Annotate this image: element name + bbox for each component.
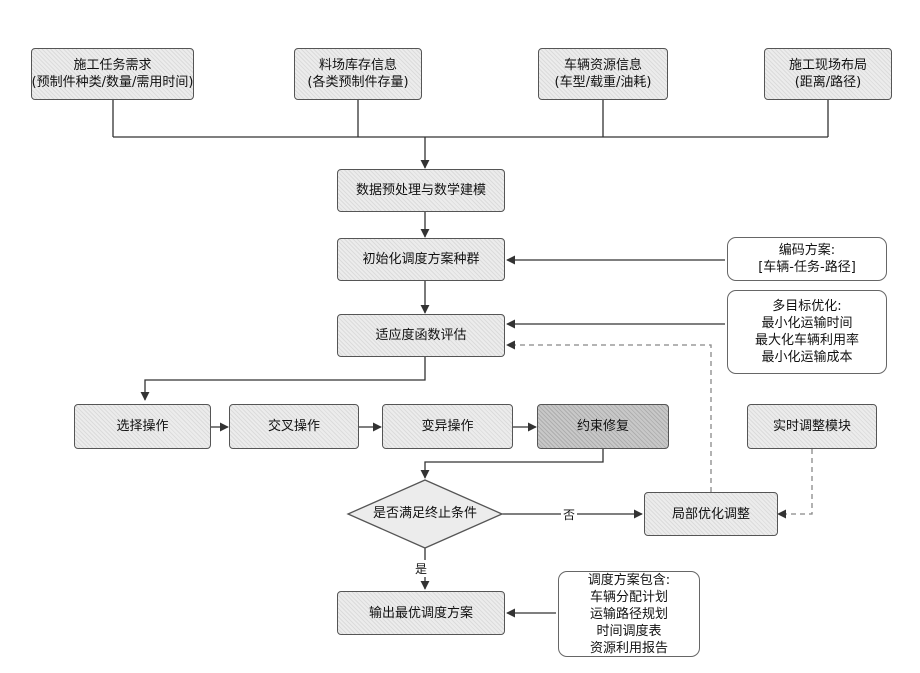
note-encoding: 编码方案: [车辆-任务-路径] <box>727 237 887 281</box>
connector-fitness-to-selection <box>145 357 425 400</box>
connector-realtime-to-local <box>778 449 812 514</box>
note-output-detail-title: 调度方案包含: <box>588 572 670 589</box>
step-crossover: 交叉操作 <box>229 404 359 449</box>
edge-label-yes: 是 <box>413 560 429 577</box>
input-construction-tasks: 施工任务需求 (预制件种类/数量/需用时间) <box>31 48 194 100</box>
note-objectives-item: 最小化运输时间 <box>761 315 852 332</box>
step-constraint-repair: 约束修复 <box>537 404 669 449</box>
step-fitness-label: 适应度函数评估 <box>375 327 466 344</box>
step-local-optimization: 局部优化调整 <box>644 492 778 536</box>
step-selection: 选择操作 <box>74 404 211 449</box>
note-encoding-detail: [车辆-任务-路径] <box>758 259 856 276</box>
step-selection-label: 选择操作 <box>116 418 168 435</box>
step-preprocess: 数据预处理与数学建模 <box>337 169 505 212</box>
input-site-layout: 施工现场布局 (距离/路径) <box>764 48 892 100</box>
step-constraint-repair-label: 约束修复 <box>577 418 629 435</box>
step-output: 输出最优调度方案 <box>337 591 505 635</box>
step-crossover-label: 交叉操作 <box>268 418 320 435</box>
decision-label-box: 是否满足终止条件 <box>348 504 502 524</box>
step-mutation: 变异操作 <box>382 404 513 449</box>
step-output-label: 输出最优调度方案 <box>369 605 473 622</box>
input-yard-inventory-title: 料场库存信息 <box>319 57 397 74</box>
note-objectives-title: 多目标优化: <box>772 298 841 315</box>
note-objectives-item: 最小化运输成本 <box>761 349 852 366</box>
note-output-detail-item: 资源利用报告 <box>590 640 668 657</box>
input-yard-inventory-detail: (各类预制件存量) <box>307 74 408 91</box>
input-site-layout-title: 施工现场布局 <box>789 57 867 74</box>
step-local-optimization-label: 局部优化调整 <box>672 506 750 523</box>
input-construction-tasks-title: 施工任务需求 <box>73 57 151 74</box>
input-yard-inventory: 料场库存信息 (各类预制件存量) <box>294 48 422 100</box>
note-output-detail-item: 车辆分配计划 <box>590 589 668 606</box>
edge-label-no: 否 <box>561 506 577 523</box>
input-vehicle-resources-title: 车辆资源信息 <box>564 57 642 74</box>
step-realtime-adjust: 实时调整模块 <box>747 404 877 449</box>
note-output-detail-item: 时间调度表 <box>596 623 661 640</box>
input-site-layout-detail: (距离/路径) <box>795 74 862 91</box>
note-objectives-item: 最大化车辆利用率 <box>755 332 859 349</box>
step-init-population-label: 初始化调度方案种群 <box>362 251 479 268</box>
step-realtime-adjust-label: 实时调整模块 <box>773 418 851 435</box>
connector-repair-to-decision <box>425 449 603 478</box>
step-preprocess-label: 数据预处理与数学建模 <box>356 182 486 199</box>
note-encoding-title: 编码方案: <box>779 242 835 259</box>
decision-label: 是否满足终止条件 <box>373 506 477 521</box>
note-output-detail-item: 运输路径规划 <box>590 606 668 623</box>
note-output-detail: 调度方案包含: 车辆分配计划 运输路径规划 时间调度表 资源利用报告 <box>558 571 700 657</box>
note-objectives: 多目标优化: 最小化运输时间 最大化车辆利用率 最小化运输成本 <box>727 290 887 374</box>
step-init-population: 初始化调度方案种群 <box>337 238 505 281</box>
input-vehicle-resources-detail: (车型/载重/油耗) <box>555 74 652 91</box>
step-fitness: 适应度函数评估 <box>337 314 505 357</box>
step-mutation-label: 变异操作 <box>421 418 473 435</box>
input-construction-tasks-detail: (预制件种类/数量/需用时间) <box>32 74 194 91</box>
input-vehicle-resources: 车辆资源信息 (车型/载重/油耗) <box>538 48 668 100</box>
